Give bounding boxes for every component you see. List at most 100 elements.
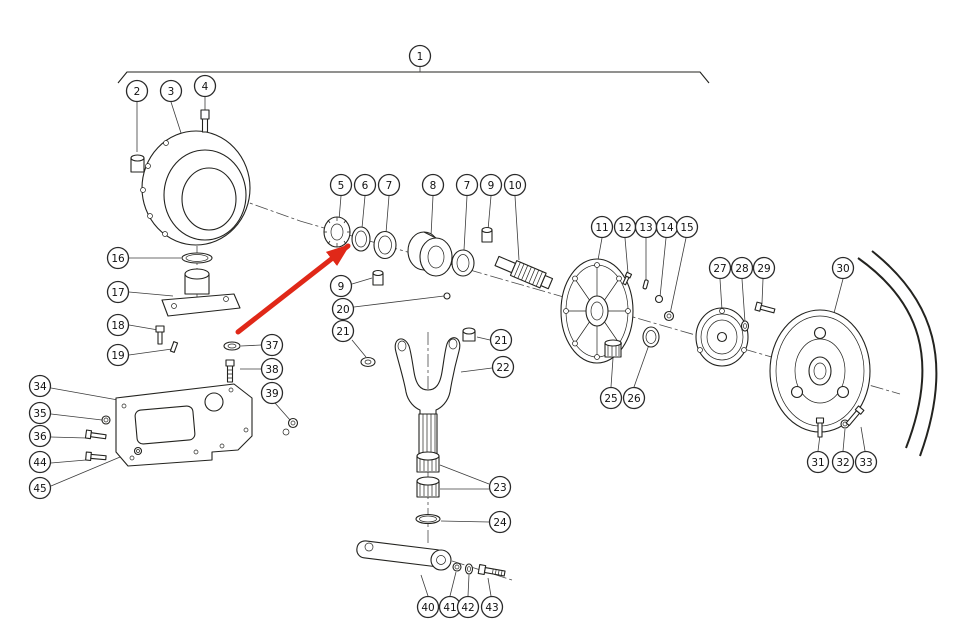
part-splined-shaft-10 <box>494 255 554 290</box>
callout-32[interactable]: 32 <box>831 450 855 474</box>
part-bolt-36 <box>84 429 107 440</box>
callout-43[interactable]: 43 <box>480 595 504 619</box>
callouts: 1 2 3 4 5 6 7 8 7 9 10 16 17 18 19 9 20 … <box>28 44 878 619</box>
part-seal-ring-7a <box>373 230 397 260</box>
part-lever-40 <box>356 540 452 571</box>
leader-lines <box>50 97 866 597</box>
callout-3[interactable]: 3 <box>159 79 183 103</box>
callout-41[interactable]: 41 <box>438 595 462 619</box>
svg-text:22: 22 <box>496 362 509 374</box>
svg-text:9: 9 <box>338 281 345 293</box>
callout-31[interactable]: 31 <box>806 450 830 474</box>
callout-36[interactable]: 36 <box>28 424 52 448</box>
callout-42[interactable]: 42 <box>456 595 480 619</box>
callout-38[interactable]: 38 <box>260 357 284 381</box>
svg-text:8: 8 <box>430 180 437 192</box>
callout-12[interactable]: 12 <box>613 215 637 239</box>
svg-text:20: 20 <box>336 304 349 316</box>
callout-16[interactable]: 16 <box>106 246 130 270</box>
callout-27[interactable]: 27 <box>708 256 732 280</box>
callout-6-highlighted[interactable]: 6 <box>353 173 377 197</box>
callout-40[interactable]: 40 <box>416 595 440 619</box>
callout-9b[interactable]: 9 <box>329 274 353 298</box>
part-bolt-4 <box>200 109 210 133</box>
callout-21a[interactable]: 21 <box>331 319 355 343</box>
svg-text:15: 15 <box>680 222 693 234</box>
part-bearing-7b <box>451 249 475 277</box>
svg-text:2: 2 <box>134 86 141 98</box>
part-nut-39 <box>282 417 299 436</box>
callout-23[interactable]: 23 <box>488 475 512 499</box>
callout-18[interactable]: 18 <box>106 313 130 337</box>
callout-34[interactable]: 34 <box>28 374 52 398</box>
part-yoke-22 <box>394 337 461 415</box>
part-washer-21a <box>360 356 376 368</box>
part-slotted-nut-5 <box>323 216 351 248</box>
part-bushing-9a <box>481 226 493 243</box>
callout-21b[interactable]: 21 <box>489 328 513 352</box>
callout-20[interactable]: 20 <box>331 297 355 321</box>
svg-text:26: 26 <box>627 393 641 405</box>
callout-45[interactable]: 45 <box>28 476 52 500</box>
part-bearing-housing-8 <box>407 231 453 277</box>
part-pulley-30 <box>769 309 871 433</box>
callout-10[interactable]: 10 <box>503 173 527 197</box>
callout-37[interactable]: 37 <box>260 333 284 357</box>
svg-text:18: 18 <box>111 320 124 332</box>
callout-28[interactable]: 28 <box>730 256 754 280</box>
callout-11[interactable]: 11 <box>590 215 614 239</box>
svg-text:9: 9 <box>488 180 495 192</box>
callout-13[interactable]: 13 <box>634 215 658 239</box>
svg-text:31: 31 <box>811 457 824 469</box>
svg-text:37: 37 <box>265 340 278 352</box>
callout-19[interactable]: 19 <box>106 343 130 367</box>
callout-24[interactable]: 24 <box>488 510 512 534</box>
part-bushing-9b <box>372 269 384 286</box>
callout-17[interactable]: 17 <box>106 280 130 304</box>
callout-7a[interactable]: 7 <box>377 173 401 197</box>
callout-26[interactable]: 26 <box>622 386 646 410</box>
svg-text:45: 45 <box>33 483 46 495</box>
part-nut-45 <box>133 446 143 456</box>
callout-2[interactable]: 2 <box>125 79 149 103</box>
svg-text:1: 1 <box>417 51 424 63</box>
svg-text:41: 41 <box>443 602 456 614</box>
callout-8[interactable]: 8 <box>421 173 445 197</box>
callout-15[interactable]: 15 <box>675 215 699 239</box>
svg-text:5: 5 <box>338 180 345 192</box>
part-washer-41 <box>452 562 462 572</box>
callout-30[interactable]: 30 <box>831 256 855 280</box>
svg-text:36: 36 <box>33 431 47 443</box>
callout-22[interactable]: 22 <box>491 355 515 379</box>
svg-text:25: 25 <box>604 393 617 405</box>
callout-25[interactable]: 25 <box>599 386 623 410</box>
part-ball-14 <box>654 294 664 304</box>
callout-4[interactable]: 4 <box>193 74 217 98</box>
part-pin-19 <box>169 341 179 353</box>
callout-5[interactable]: 5 <box>329 173 353 197</box>
svg-text:24: 24 <box>493 517 507 529</box>
callout-29[interactable]: 29 <box>752 256 776 280</box>
callout-9a[interactable]: 9 <box>479 173 503 197</box>
svg-text:16: 16 <box>111 253 125 265</box>
part-ring-16 <box>181 252 213 264</box>
part-washer-35 <box>101 415 111 425</box>
svg-text:35: 35 <box>33 408 46 420</box>
svg-text:7: 7 <box>386 180 393 192</box>
svg-text:6: 6 <box>362 180 369 192</box>
svg-text:11: 11 <box>595 222 608 234</box>
callout-7b[interactable]: 7 <box>455 173 479 197</box>
svg-text:43: 43 <box>485 602 498 614</box>
callout-1[interactable]: 1 <box>408 44 432 68</box>
callout-33[interactable]: 33 <box>854 450 878 474</box>
part-bolt-44 <box>85 451 107 461</box>
part-flanged-hub-17 <box>161 268 241 317</box>
svg-text:21: 21 <box>494 335 507 347</box>
callout-14[interactable]: 14 <box>655 215 679 239</box>
svg-text:34: 34 <box>33 381 47 393</box>
callout-44[interactable]: 44 <box>28 450 52 474</box>
callout-35[interactable]: 35 <box>28 401 52 425</box>
part-washer-6 <box>351 226 371 252</box>
part-ring-26 <box>642 326 660 348</box>
callout-39[interactable]: 39 <box>260 381 284 405</box>
